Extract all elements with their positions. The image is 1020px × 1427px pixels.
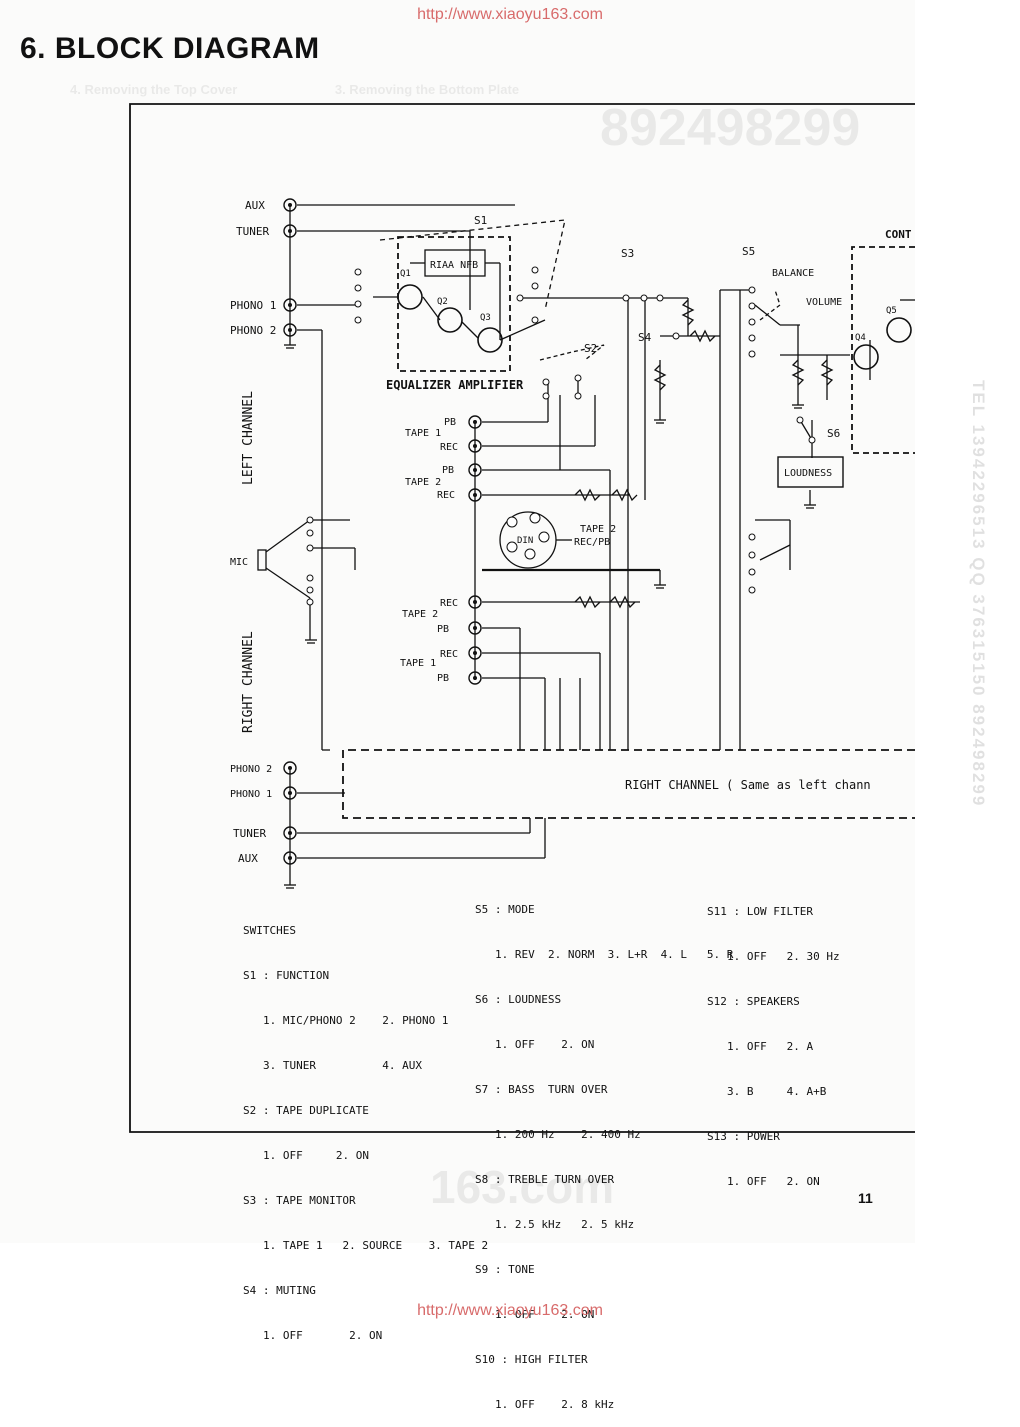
- din-desc-line2: REC/PB: [574, 537, 610, 548]
- switch-s13-name: S13 : POWER: [707, 1130, 780, 1143]
- riaa-label: RIAA NFB: [430, 260, 478, 271]
- mic-label: MIC: [230, 557, 248, 568]
- switch-s4-option: 1. OFF 2. ON: [263, 1329, 383, 1342]
- s1-tag: S1: [474, 214, 487, 227]
- tape2-left-pb: PB: [442, 465, 454, 476]
- switch-s13-option: 1. OFF 2. ON: [727, 1175, 820, 1188]
- switch-s12-option: 3. B 4. A+B: [727, 1085, 827, 1098]
- switch-s5-name: S5 : MODE: [475, 903, 535, 916]
- switch-legend-col3: S11 : LOW FILTER 1. OFF 2. 30 Hz S12 : S…: [707, 874, 840, 1204]
- tape1-left-pb: PB: [444, 417, 456, 428]
- bleed-through-number: 892498299: [600, 99, 861, 157]
- switch-s1-option: 1. MIC/PHONO 2 2. PHONO 1: [263, 1014, 449, 1027]
- s4-tag: S4: [638, 331, 652, 344]
- tape2-left-label: TAPE 2: [405, 477, 441, 488]
- source-url-top[interactable]: http://www.xiaoyu163.com: [417, 6, 603, 23]
- scanned-page: [0, 0, 915, 1243]
- page-number: 11: [858, 1190, 873, 1206]
- input-phono2-right: PHONO 2: [230, 764, 272, 775]
- tape2-left-rec: REC: [437, 490, 455, 501]
- input-phono2-left: PHONO 2: [230, 324, 276, 337]
- q1-label: Q1: [400, 269, 411, 279]
- input-aux-left: AUX: [245, 199, 265, 212]
- din-label: DIN: [517, 536, 533, 546]
- switch-s9-option: 1. OFF 2. ON: [495, 1308, 595, 1321]
- switch-s5-option: 1. REV 2. NORM 3. L+R 4. L 5. R: [495, 948, 734, 961]
- input-phono1-right: PHONO 1: [230, 789, 272, 800]
- tape2-right-pb: PB: [437, 624, 449, 635]
- switch-legend-col2: S5 : MODE 1. REV 2. NORM 3. L+R 4. L 5. …: [475, 872, 733, 1427]
- eq-amp-label: EQUALIZER AMPLIFIER: [386, 378, 524, 392]
- input-phono1-left: PHONO 1: [230, 299, 276, 312]
- tape1-left-label: TAPE 1: [405, 428, 441, 439]
- q2-label: Q2: [437, 297, 448, 307]
- tape2-right-label: TAPE 2: [402, 609, 438, 620]
- switch-s9-name: S9 : TONE: [475, 1263, 535, 1276]
- tape1-right-pb: PB: [437, 673, 449, 684]
- switch-s8-option: 1. 2.5 kHz 2. 5 kHz: [495, 1218, 635, 1231]
- switch-s11-name: S11 : LOW FILTER: [707, 905, 813, 918]
- switch-s3-option: 1. TAPE 1 2. SOURCE 3. TAPE 2: [263, 1239, 489, 1252]
- switch-s6-name: S6 : LOUDNESS: [475, 993, 562, 1006]
- block-diagram: AUX TUNER PHONO 1 PHONO 2 RIAA NFB EQUAL…: [129, 103, 915, 1133]
- s3-tag: S3: [621, 247, 634, 260]
- switch-s2-name: S2 : TAPE DUPLICATE: [243, 1104, 369, 1117]
- bleed-through-text: 4. Removing the Top Cover 3. Removing th…: [70, 82, 520, 97]
- left-channel-label: LEFT CHANNEL: [241, 391, 256, 485]
- switch-s3-name: S3 : TAPE MONITOR: [243, 1194, 356, 1207]
- switch-s10-name: S10 : HIGH FILTER: [475, 1353, 588, 1366]
- right-channel-box-label: RIGHT CHANNEL ( Same as left chann: [625, 778, 871, 792]
- q5-label: Q5: [886, 306, 897, 316]
- input-aux-right: AUX: [238, 852, 258, 865]
- tape1-right-rec: REC: [440, 649, 458, 660]
- switch-s7-option: 1. 200 Hz 2. 400 Hz: [495, 1128, 641, 1141]
- switch-s12-option: 1. OFF 2. A: [727, 1040, 814, 1053]
- switch-s4-name: S4 : MUTING: [243, 1284, 316, 1297]
- bleed-through-domain: 163.com: [430, 1161, 615, 1213]
- switch-s11-option: 1. OFF 2. 30 Hz: [727, 950, 840, 963]
- s5-tag: S5: [742, 245, 755, 258]
- q3-label: Q3: [480, 313, 491, 323]
- control-label: CONT: [885, 228, 912, 241]
- switch-s1-option: 3. TUNER 4. AUX: [263, 1059, 422, 1072]
- balance-label: BALANCE: [772, 268, 814, 279]
- switch-s2-option: 1. OFF 2. ON: [263, 1149, 369, 1162]
- tape2-right-rec: REC: [440, 598, 458, 609]
- switch-s10-option: 1. OFF 2. 8 kHz: [495, 1398, 615, 1411]
- switch-legend-col1: SWITCHES S1 : FUNCTION 1. MIC/PHONO 2 2.…: [243, 893, 488, 1358]
- s6-tag: S6: [827, 427, 840, 440]
- switch-s12-name: S12 : SPEAKERS: [707, 995, 800, 1008]
- switch-s7-name: S7 : BASS TURN OVER: [475, 1083, 608, 1096]
- side-watermark: TEL 13942296513 QQ 376315150 892498299: [969, 380, 988, 808]
- volume-label: VOLUME: [806, 297, 842, 308]
- q4-label: Q4: [855, 333, 866, 343]
- switch-s8-name: S8 : TREBLE TURN OVER: [475, 1173, 615, 1186]
- switch-s1-name: S1 : FUNCTION: [243, 969, 330, 982]
- source-url-bottom[interactable]: http://www.xiaoyu163.com: [417, 1302, 603, 1319]
- din-desc-line1: TAPE 2: [580, 524, 616, 535]
- right-channel-label: RIGHT CHANNEL: [241, 631, 256, 733]
- switches-heading: SWITCHES: [243, 924, 296, 937]
- tape1-left-rec: REC: [440, 442, 458, 453]
- page-title: 6. BLOCK DIAGRAM: [20, 32, 320, 65]
- input-tuner-right: TUNER: [233, 827, 266, 840]
- s2-tag: S2: [584, 342, 597, 355]
- switch-s6-option: 1. OFF 2. ON: [495, 1038, 595, 1051]
- input-tuner-left: TUNER: [236, 225, 269, 238]
- tape1-right-label: TAPE 1: [400, 658, 436, 669]
- loudness-box-label: LOUDNESS: [784, 468, 832, 479]
